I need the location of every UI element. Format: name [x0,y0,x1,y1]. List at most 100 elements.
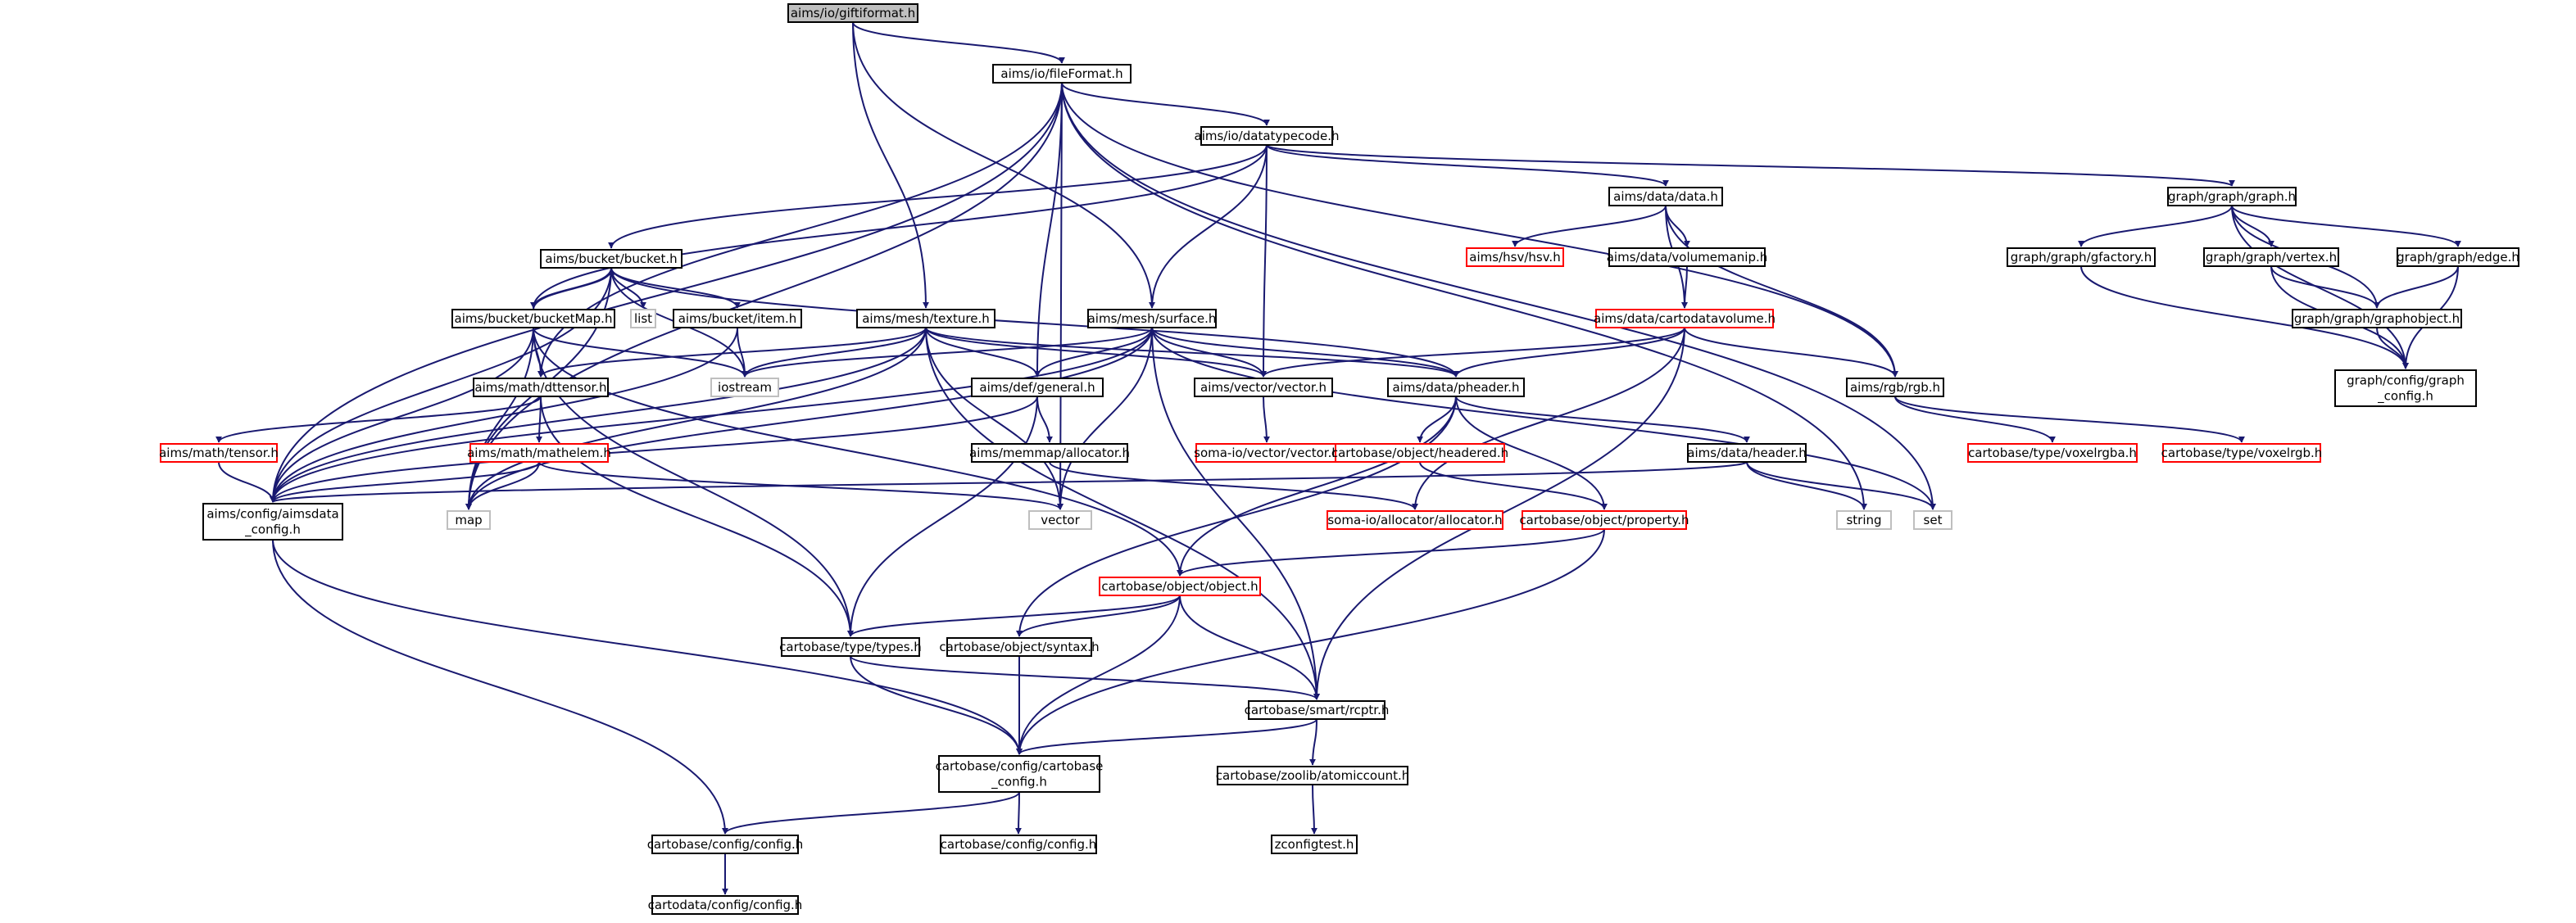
include-edge-pheader-to-syntax [1016,396,1457,637]
node-label: soma-io/vector/vector.h [1194,446,1340,460]
node-set[interactable]: set [1913,510,1952,530]
node-rcptr[interactable]: cartobase/smart/rcptr.h [1245,700,1390,720]
node-syntax[interactable]: cartobase/object/syntax.h [939,637,1100,657]
node-somavector[interactable]: soma-io/vector/vector.h [1194,443,1340,463]
include-edge-tensor-to-aimsdataconfig [218,461,276,503]
node-label: cartobase/type/voxelrgba.h [1968,446,2137,460]
node-bucketmap[interactable]: aims/bucket/bucketMap.h [451,309,615,328]
node-box [938,755,1100,793]
node-object[interactable]: cartobase/object/object.h [1099,577,1261,596]
node-label: aims/math/mathelem.h [467,446,611,460]
node-vector[interactable]: vector [1028,510,1092,530]
node-box [1466,247,1564,267]
node-voxelrgb[interactable]: cartobase/type/voxelrgb.h [2161,443,2323,463]
node-datadata[interactable]: aims/data/data.h [1608,187,1723,206]
node-label: _config.h [244,523,301,538]
include-edge-texture-to-pheader [925,327,1459,378]
node-mathelem[interactable]: aims/math/mathelem.h [467,443,611,463]
node-label: graph/graph/graph.h [2168,189,2296,204]
include-edge-fileformat-to-dttensor [537,82,1063,378]
node-defgeneral[interactable]: aims/def/general.h [971,378,1104,397]
include-edge-surface-to-vector_h [1151,327,1267,378]
include-edge-texture-to-iostream [742,327,927,378]
node-property[interactable]: cartobase/object/property.h [1519,510,1689,530]
include-edge-bucketmap-to-bucket [533,269,615,310]
node-surface[interactable]: aims/mesh/surface.h [1087,309,1217,328]
node-fileformat[interactable]: aims/io/fileFormat.h [992,64,1132,84]
node-box [2007,247,2156,267]
node-edge[interactable]: graph/graph/edge.h [2397,247,2519,267]
node-label: aims/data/volumemanip.h [1607,250,1768,265]
node-graph[interactable]: graph/graph/graph.h [2167,187,2297,206]
node-hsv[interactable]: aims/hsv/hsv.h [1466,247,1564,267]
include-edge-surface-to-map [465,327,1153,510]
node-iostream[interactable]: iostream [710,378,779,397]
include-edge-fileformat-to-set [1061,82,1936,510]
node-label: aims/rgb/rgb.h [1850,380,1940,395]
node-atomiccount[interactable]: cartobase/zoolib/atomiccount.h [1216,766,1409,785]
include-edge-texture-to-aimsdataconfig [270,327,927,503]
node-pheader[interactable]: aims/data/pheader.h [1387,378,1525,397]
node-gfactory[interactable]: graph/graph/gfactory.h [2007,247,2156,267]
node-dttensor[interactable]: aims/math/dttensor.h [473,378,609,397]
node-box [1913,510,1952,530]
node-cartobaseconfig[interactable]: cartobase/config/cartobase_config.h [936,755,1104,793]
node-list[interactable]: list [630,309,656,328]
node-bucket[interactable]: aims/bucket/bucket.h [540,249,683,269]
include-edge-object-to-syntax [1016,595,1181,637]
node-zconfigtest[interactable]: zconfigtest.h [1271,835,1358,854]
node-voxelrgba[interactable]: cartobase/type/voxelrgba.h [1967,443,2138,463]
include-edge-object-to-types [847,595,1181,637]
node-allocator[interactable]: aims/memmap/allocator.h [969,443,1130,463]
include-edge-gfactory-to-graphconfig [2080,265,2409,369]
node-headered[interactable]: cartobase/object/headered.h [1331,443,1508,463]
include-edge-datadata-to-rgb [1665,205,1898,378]
node-graphconfig[interactable]: graph/config/graph_config.h [2334,369,2477,407]
include-edge-mathelem-to-aimsdataconfig [270,461,540,503]
node-label: cartobase/smart/rcptr.h [1245,703,1390,717]
node-vector_h[interactable]: aims/vector/vector.h [1194,378,1333,397]
node-configB[interactable]: cartobase/config/config.h [940,835,1097,854]
include-edge-datatypecode-to-bucket [608,144,1268,249]
node-box [971,443,1128,463]
node-box [1248,700,1386,720]
include-edge-surface-to-rcptr [1151,327,1320,700]
node-cartodataconfig[interactable]: cartodata/config/config.h [648,895,803,915]
include-edge-types-to-cartobaseconfig [850,655,1023,755]
node-datatypecode[interactable]: aims/io/datatypecode.h [1195,126,1340,146]
include-edge-texture-to-rcptr [925,327,1320,700]
node-vertex[interactable]: graph/graph/vertex.h [2203,247,2339,267]
node-graphobject[interactable]: graph/graph/graphobject.h [2292,309,2462,328]
node-texture[interactable]: aims/mesh/texture.h [856,309,995,328]
node-configA[interactable]: cartobase/config/config.h [647,835,804,854]
node-string[interactable]: string [1836,510,1892,530]
include-edge-property-to-object [1177,528,1605,577]
node-volumemanip[interactable]: aims/data/volumemanip.h [1607,247,1768,267]
edges-layer [215,21,2461,895]
node-label: aims/io/fileFormat.h [1000,66,1122,81]
node-tensor[interactable]: aims/math/tensor.h [159,443,279,463]
node-dataheader[interactable]: aims/data/header.h [1687,443,1807,463]
node-label: _config.h [2377,389,2433,405]
node-types[interactable]: cartobase/type/types.h [779,637,922,657]
node-aimsdataconfig[interactable]: aims/config/aimsdata_config.h [202,503,343,541]
node-label: aims/vector/vector.h [1200,380,1327,395]
node-cartodatavolume[interactable]: aims/data/cartodatavolume.h [1594,309,1776,328]
node-map[interactable]: map [447,510,491,530]
include-edge-cartodatavolume-to-rgb [1684,327,1898,378]
node-item[interactable]: aims/bucket/item.h [673,309,802,328]
include-edge-root-to-fileformat [852,21,1065,64]
node-label: aims/data/data.h [1613,189,1718,204]
include-edge-fileformat-to-vector [1057,82,1064,510]
node-box [673,309,802,328]
include-edge-cartobaseconfig-to-configA [722,791,1020,835]
node-box [1687,443,1807,463]
node-box [856,309,995,328]
node-label: cartobase/object/property.h [1519,513,1689,527]
include-edge-root-to-texture [852,21,929,309]
include-edge-cartodatavolume-to-pheader [1453,327,1685,378]
node-somaallocator[interactable]: soma-io/allocator/allocator.h [1327,510,1503,530]
node-root[interactable]: aims/io/giftiformat.h [787,3,918,23]
node-label: aims/data/cartodatavolume.h [1594,311,1776,326]
node-rgb[interactable]: aims/rgb/rgb.h [1846,378,1944,397]
